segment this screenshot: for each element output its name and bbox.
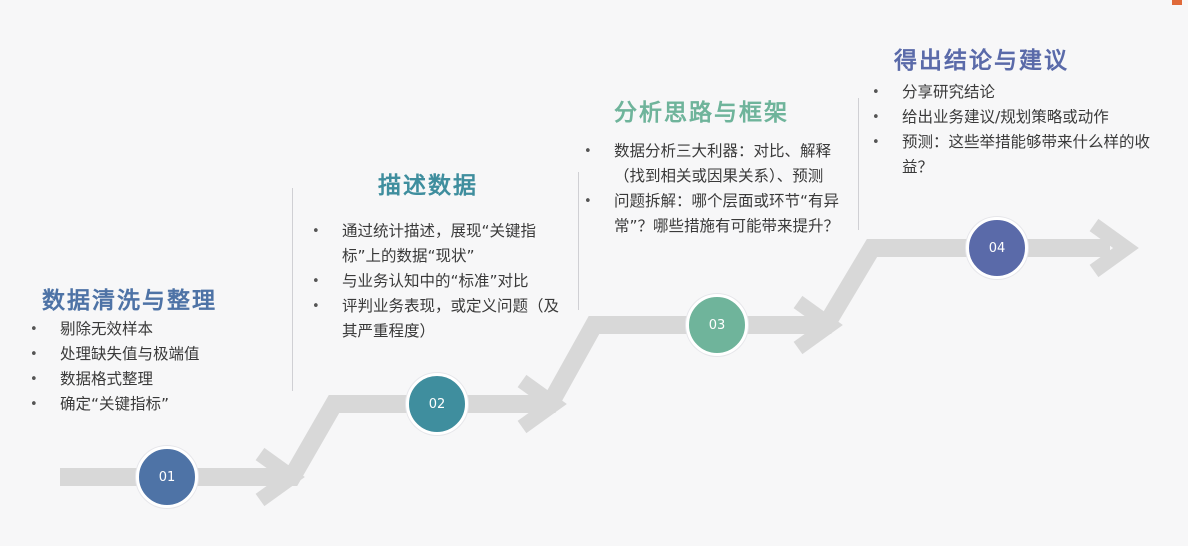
step-3-item: 问题拆解：哪个层面或环节“有异常”？哪些措施有可能带来提升？ <box>584 189 846 239</box>
staircase-line <box>60 239 1110 486</box>
corner-mark <box>1172 0 1182 5</box>
arrowhead-2 <box>517 374 567 434</box>
step-2-item: 通过统计描述，展现“关键指标”上的数据“现状” <box>312 219 574 269</box>
step-3-badge: 03 <box>686 294 748 356</box>
step-2-badge: 02 <box>406 373 468 435</box>
step-1-item: 处理缺失值与极端值 <box>30 342 280 367</box>
divider-1 <box>292 188 293 391</box>
step-1-item: 确定“关键指标” <box>30 392 280 417</box>
step-1-item: 数据格式整理 <box>30 367 280 392</box>
step-4-items: 分享研究结论 给出业务建议/规划策略或动作 预测：这些举措能够带来什么样的收益？ <box>872 80 1162 180</box>
step-4-item: 分享研究结论 <box>872 80 1162 105</box>
step-2-item: 评判业务表现，或定义问题（及其严重程度） <box>312 294 574 344</box>
step-4-title: 得出结论与建议 <box>894 48 1069 74</box>
divider-2 <box>578 172 579 310</box>
divider-3 <box>858 98 859 230</box>
arrowhead-1 <box>255 447 305 507</box>
step-3-title: 分析思路与框架 <box>614 100 789 126</box>
step-4-item: 给出业务建议/规划策略或动作 <box>872 105 1162 130</box>
step-2-title: 描述数据 <box>378 173 478 199</box>
step-4-item: 预测：这些举措能够带来什么样的收益？ <box>872 130 1162 180</box>
arrowhead-3 <box>793 295 843 355</box>
step-4-badge: 04 <box>966 217 1028 279</box>
step-2-items: 通过统计描述，展现“关键指标”上的数据“现状” 与业务认知中的“标准”对比 评判… <box>312 219 574 344</box>
step-1-badge: 01 <box>136 446 198 508</box>
step-3-item: 数据分析三大利器：对比、解释（找到相关或因果关系）、预测 <box>584 139 846 189</box>
step-2-item: 与业务认知中的“标准”对比 <box>312 269 574 294</box>
step-1-title: 数据清洗与整理 <box>42 288 217 314</box>
arrowhead-4 <box>1089 218 1139 278</box>
step-1-item: 剔除无效样本 <box>30 317 280 342</box>
step-3-items: 数据分析三大利器：对比、解释（找到相关或因果关系）、预测 问题拆解：哪个层面或环… <box>584 139 846 239</box>
step-1-items: 剔除无效样本 处理缺失值与极端值 数据格式整理 确定“关键指标” <box>30 317 280 417</box>
